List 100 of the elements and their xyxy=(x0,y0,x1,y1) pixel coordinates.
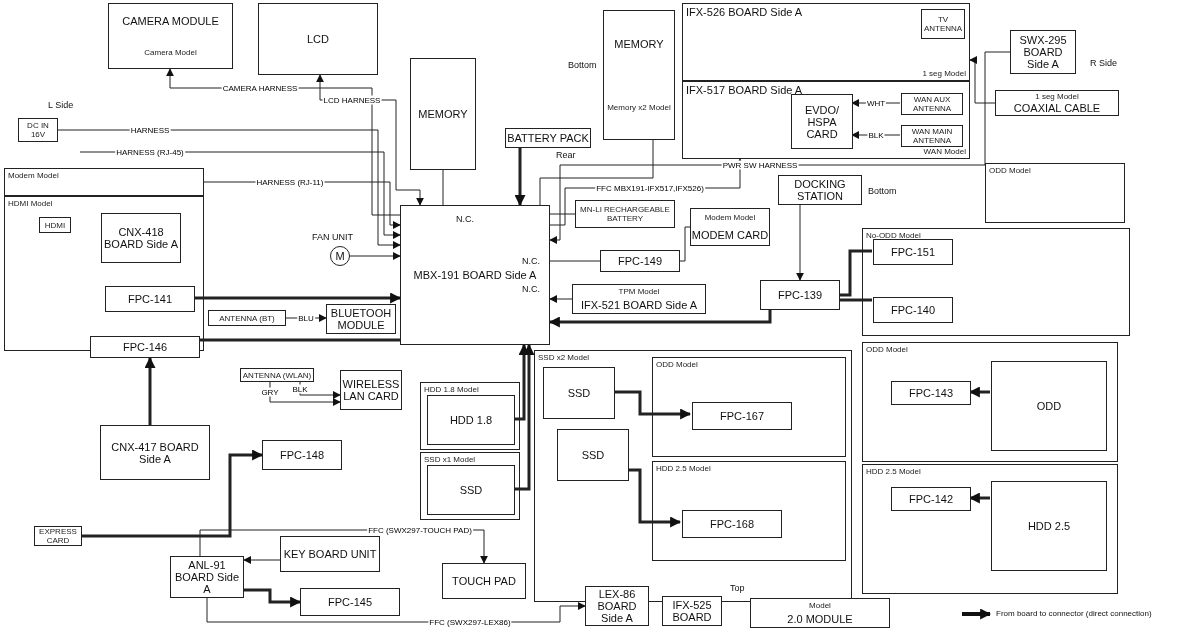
board-outline xyxy=(682,3,970,81)
card-box xyxy=(791,94,853,149)
drive-box xyxy=(427,395,515,445)
note-text: ANTENNA (BT) xyxy=(219,313,275,323)
note-text: Modem Model xyxy=(8,171,59,180)
card-box xyxy=(340,370,402,410)
model-region xyxy=(862,342,1118,462)
part-label: SSD xyxy=(567,387,591,399)
model-region xyxy=(652,461,846,561)
note-text: N.C. xyxy=(456,214,474,224)
touch-pad-box xyxy=(442,563,526,599)
part-label: CNX-417 BOARD Side A xyxy=(110,440,200,465)
model-region xyxy=(420,382,520,450)
thick-arrow xyxy=(144,356,156,425)
part-label: IFX-521 BOARD Side A xyxy=(580,299,698,312)
part-label: Bottom xyxy=(868,186,897,196)
arrow xyxy=(796,204,804,281)
part-label: IFX-526 BOARD Side A xyxy=(686,6,803,18)
note-text: HDD 2.5 Model xyxy=(656,464,711,473)
part-label: COAXIAL CABLE xyxy=(1013,102,1101,115)
cable-line xyxy=(679,226,691,262)
board-outline xyxy=(572,284,706,314)
part-label: BLUETOOH MODULE xyxy=(329,307,393,331)
part-label: MEMORY xyxy=(418,108,468,120)
flex-cable xyxy=(760,280,840,310)
part-label: SSD xyxy=(581,449,605,461)
battery-box xyxy=(575,200,675,228)
module-box xyxy=(108,3,233,69)
arrow xyxy=(349,252,401,260)
thick-arrow xyxy=(628,468,682,528)
part-label: CAMERA MODULE xyxy=(122,14,219,27)
note-text: SSD x1 Model xyxy=(424,455,476,464)
edge-label: HARNESS (RJ-11) xyxy=(255,177,325,187)
note-text: Modem Model xyxy=(704,212,756,222)
note-text: HDD 1.8 Model xyxy=(424,385,479,394)
flex-cable xyxy=(891,381,971,405)
part-label: MEMORY xyxy=(614,37,664,50)
part-label: IFX-517 BOARD Side A xyxy=(686,84,803,96)
flex-cable xyxy=(873,239,953,265)
board-outline xyxy=(662,596,722,626)
note-text: Top xyxy=(730,583,745,593)
note-text: Model xyxy=(809,600,831,610)
edge-label: BLU xyxy=(297,313,315,323)
thick-arrow xyxy=(514,343,535,491)
model-region xyxy=(862,228,1130,336)
note-text: SSD x2 Model xyxy=(538,353,590,362)
arrow xyxy=(549,295,573,303)
note-text: TV ANTENNA xyxy=(922,15,964,33)
arrow xyxy=(243,556,281,564)
part-label: IFX-525 BOARD xyxy=(671,599,713,623)
thick-arrow xyxy=(244,588,302,608)
antenna-box xyxy=(901,93,963,115)
model-region xyxy=(420,452,520,520)
part-label: MODEM CARD xyxy=(691,229,769,242)
thick-arrow xyxy=(614,390,692,420)
arrow xyxy=(299,381,341,399)
note-text: WAN MAIN ANTENNA xyxy=(910,127,954,145)
model-region xyxy=(985,163,1125,223)
part-label: CNX-418 BOARD Side A xyxy=(103,226,179,250)
edge-label: BLK xyxy=(291,384,309,394)
flex-cable xyxy=(262,440,342,470)
fan-symbol xyxy=(330,246,350,266)
flex-cable xyxy=(682,510,782,538)
part-label: FPC-168 xyxy=(710,518,754,530)
note-text: WAN Model xyxy=(923,147,966,156)
note-text: N.C. xyxy=(522,284,540,294)
edge-label: GRY xyxy=(260,387,280,397)
note-text: ODD Model xyxy=(866,345,908,354)
flex-cable xyxy=(873,297,953,323)
thick-arrow xyxy=(548,310,772,328)
part-label: HDD 2.5 xyxy=(1027,520,1071,532)
part-label: FPC-140 xyxy=(891,304,935,316)
edge-label: FFC MBX191-IFX517,IFX526) xyxy=(595,183,705,193)
flex-cable xyxy=(600,250,680,272)
board-outline xyxy=(100,425,210,480)
note-text: Camera Model xyxy=(144,48,197,58)
drive-box xyxy=(427,465,515,515)
module-box xyxy=(750,598,890,628)
part-label: 2.0 MODULE xyxy=(787,613,853,626)
part-label: FPC-148 xyxy=(280,449,324,461)
display-box xyxy=(258,3,378,75)
thick-arrow xyxy=(514,148,526,207)
cable-box xyxy=(995,90,1119,116)
part-label: HDD 1.8 xyxy=(449,414,493,426)
cable-line xyxy=(549,213,576,215)
flex-cable xyxy=(90,336,200,358)
note-text: Memory x2 Model xyxy=(607,103,671,113)
part-label: FPC-139 xyxy=(778,289,822,301)
note-text: TPM Model xyxy=(618,286,660,296)
note-text: N.C. xyxy=(522,256,540,266)
drive-box xyxy=(991,481,1107,571)
memory-module xyxy=(410,58,476,170)
edge-label: CAMERA HARNESS xyxy=(221,83,299,93)
flex-cable xyxy=(105,286,195,312)
part-label: FPC-151 xyxy=(891,246,935,258)
drive-box xyxy=(557,429,629,481)
edge-label: FFC (SWX297-LEX86) xyxy=(428,617,512,627)
station-box xyxy=(778,175,862,205)
part-label: Bottom xyxy=(568,60,597,70)
part-label: FPC-149 xyxy=(618,255,662,267)
